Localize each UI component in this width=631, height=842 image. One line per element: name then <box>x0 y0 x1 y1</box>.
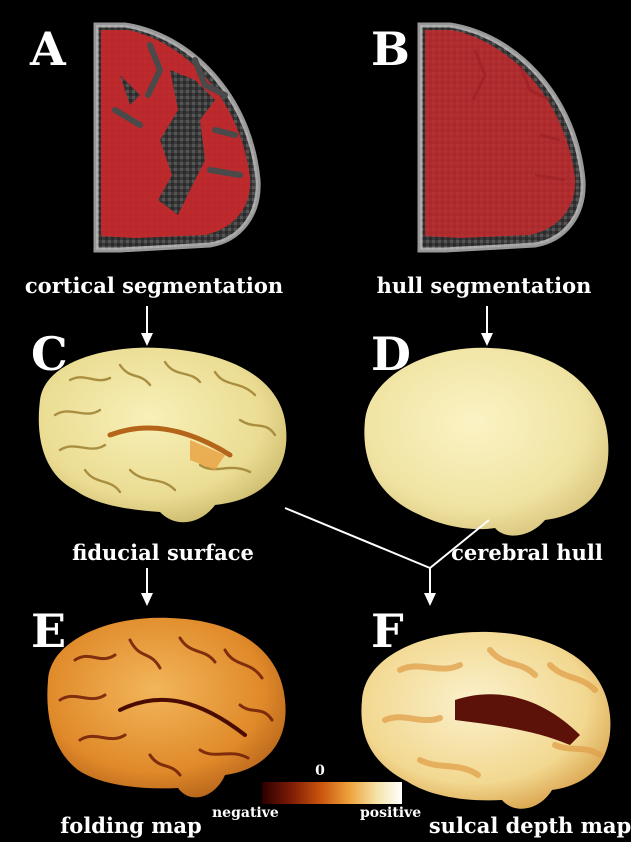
colorbar-gradient <box>262 782 402 804</box>
hull-segmentation-overlay <box>425 30 575 238</box>
colorbar-zero-label: 0 <box>315 764 325 778</box>
colorbar-negative-label: negative <box>212 806 279 820</box>
caption-hull-segmentation: hull segmentation <box>377 275 592 296</box>
caption-folding-map: folding map <box>60 815 201 836</box>
caption-sulcal-depth-map: sulcal depth map <box>429 815 631 836</box>
caption-fiducial-surface: fiducial surface <box>72 542 254 563</box>
panel-letter-e: E <box>31 608 66 654</box>
panel-letter-d: D <box>371 331 411 377</box>
fiducial-surface-render <box>39 348 287 523</box>
panel-letter-b: B <box>371 26 410 72</box>
caption-cerebral-hull: cerebral hull <box>451 542 603 563</box>
arrow-c-to-e <box>141 568 153 606</box>
caption-cortical-segmentation: cortical segmentation <box>25 275 283 296</box>
panel-letter-f: F <box>371 608 404 654</box>
folding-map-render <box>47 618 285 798</box>
panel-letter-c: C <box>31 331 68 377</box>
arrow-a-to-c <box>141 306 153 346</box>
colorbar-positive-label: positive <box>360 806 421 820</box>
panel-letter-a: A <box>30 26 66 72</box>
arrow-b-to-d <box>481 306 493 346</box>
arrow-to-f <box>424 593 436 606</box>
